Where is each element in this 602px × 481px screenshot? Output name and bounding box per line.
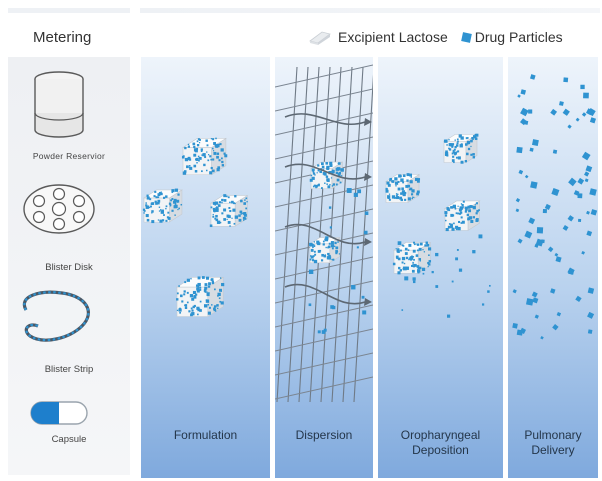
device-label-blister-strip: Blister Strip — [44, 364, 94, 375]
lactose-cube — [443, 200, 481, 232]
airflow-arrows — [284, 113, 372, 306]
lactose-cube — [308, 236, 341, 264]
oropharyngeal-illustration — [384, 133, 491, 318]
stage-label-formulation: Formulation — [173, 428, 238, 442]
stage-oropharyngeal-deposition: Oropharyngeal Deposition — [378, 57, 503, 478]
stage-label-oropharyngeal-deposition: Oropharyngeal Deposition — [400, 428, 481, 457]
device-label-blister-disk: Blister Disk — [45, 262, 93, 273]
stage-dispersion: Dispersion — [275, 57, 373, 478]
lactose-cube — [209, 194, 249, 228]
free-drug-particles — [512, 74, 598, 340]
legend-drug-label: Drug Particles — [474, 29, 563, 45]
legend: Excipient Lactose Drug Particles — [308, 29, 563, 45]
top-divider-right — [140, 8, 600, 13]
lactose-cube — [142, 188, 183, 224]
metering-title: Metering — [33, 29, 92, 46]
drug-particle-icon — [460, 32, 472, 43]
lactose-cube — [181, 137, 228, 176]
stage-label-pulmonary-delivery: Pulmonary Delivery — [524, 428, 582, 457]
lactose-cube — [384, 173, 421, 204]
dispersion-illustration — [275, 64, 373, 403]
formulation-illustration — [142, 137, 249, 318]
drug-particles — [397, 234, 491, 318]
stage-label-dispersion: Dispersion — [295, 428, 353, 442]
lactose-cube — [442, 133, 479, 164]
legend-lactose-label: Excipient Lactose — [338, 29, 448, 45]
lactose-cube-icon — [309, 31, 331, 45]
drug-particles — [308, 168, 369, 334]
lactose-cube — [175, 276, 225, 318]
pulmonary-illustration — [512, 74, 598, 340]
stage-pulmonary-delivery: Pulmonary Delivery — [508, 57, 598, 478]
top-divider-left — [8, 8, 130, 13]
lactose-cube — [392, 241, 432, 275]
stage-formulation: Formulation — [141, 57, 270, 478]
device-label-capsule: Capsule — [51, 434, 87, 445]
device-label-powder-reservoir: Powder Reservior — [32, 151, 106, 161]
